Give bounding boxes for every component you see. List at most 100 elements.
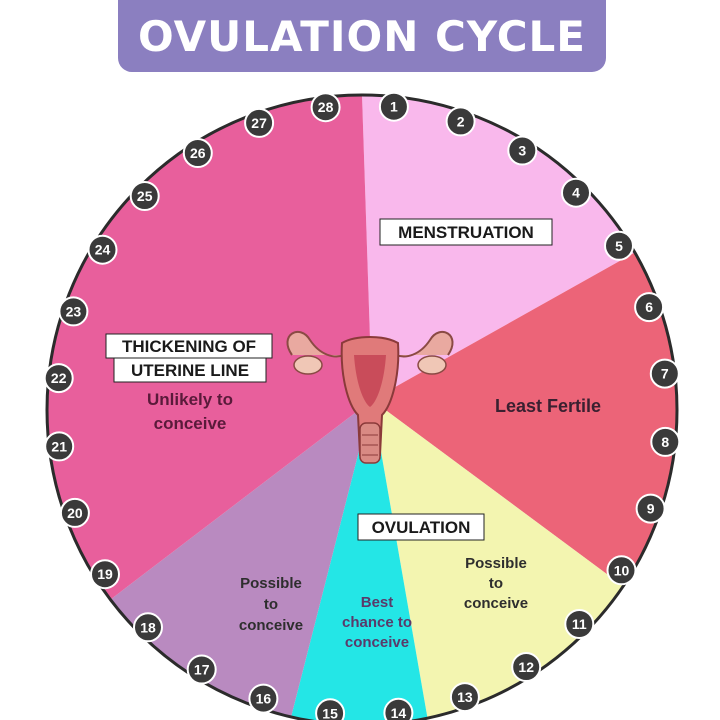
- possible-right-line1: Possible: [465, 555, 527, 572]
- menstruation-text: MENSTRUATION: [398, 223, 534, 242]
- best-chance-line3: conceive: [345, 634, 409, 651]
- day-badge-1: 1: [378, 91, 409, 122]
- possible-right-line3: conceive: [464, 595, 528, 612]
- day-badge-21: 21: [44, 431, 75, 462]
- day-number: 1: [390, 99, 398, 115]
- day-number: 14: [391, 705, 407, 720]
- day-badge-circle: [564, 609, 595, 639]
- possible-left-line3: conceive: [239, 617, 303, 634]
- day-badge-10: 10: [606, 555, 637, 586]
- least-fertile-label: Least Fertile: [495, 396, 601, 416]
- day-badge-circle: [604, 230, 634, 261]
- day-badge-circle: [507, 135, 538, 166]
- day-number: 26: [190, 145, 206, 161]
- day-number: 10: [614, 562, 630, 578]
- day-badge-circle: [378, 91, 409, 122]
- day-badge-circle: [248, 683, 279, 714]
- day-number: 23: [66, 303, 82, 319]
- possible-left-line1: Possible: [240, 575, 302, 592]
- day-number: 27: [251, 115, 267, 131]
- day-badge-circle: [315, 698, 346, 720]
- day-badge-circle: [383, 697, 414, 720]
- day-badge-14: 14: [383, 697, 414, 720]
- day-badge-circle: [650, 426, 681, 457]
- day-badge-22: 22: [43, 363, 74, 394]
- ovulation-label: OVULATION: [357, 513, 485, 541]
- wheel-rim: [45, 93, 679, 720]
- day-badge-5: 5: [604, 230, 634, 261]
- day-number: 19: [97, 566, 113, 582]
- day-number: 13: [457, 689, 473, 705]
- day-badge-circle: [58, 296, 89, 327]
- day-number: 7: [661, 366, 669, 382]
- ovulation-text: OVULATION: [372, 518, 471, 537]
- day-badge-20: 20: [59, 497, 90, 528]
- day-number: 4: [572, 185, 580, 201]
- page-title: OVULATION CYCLE: [138, 11, 586, 61]
- day-badge-circle: [634, 292, 665, 323]
- day-badge-8: 8: [650, 426, 681, 457]
- day-badge-circle: [511, 652, 542, 682]
- day-number: 11: [572, 616, 587, 632]
- day-badge-circle: [44, 431, 75, 462]
- day-badge-circle: [129, 181, 160, 211]
- day-badge-24: 24: [87, 234, 118, 265]
- day-badge-circle: [87, 234, 118, 265]
- day-badge-circle: [43, 363, 74, 394]
- day-badge-circle: [182, 138, 213, 168]
- day-number: 9: [647, 501, 655, 517]
- day-badge-circle: [635, 493, 666, 524]
- sector-possible-right: [372, 400, 624, 719]
- day-number: 28: [318, 99, 334, 115]
- day-badge-19: 19: [90, 559, 120, 590]
- possible-left-label: Possible to conceive: [239, 575, 303, 634]
- day-number: 22: [51, 370, 67, 386]
- day-badges: 1234567891011121314151617181920212223242…: [43, 91, 681, 720]
- day-badge-28: 28: [310, 92, 341, 123]
- day-badge-circle: [90, 559, 120, 590]
- day-badge-circle: [445, 106, 476, 137]
- best-chance-line2: chance to: [342, 614, 412, 631]
- sector-best-chance: [291, 400, 428, 720]
- day-badge-6: 6: [634, 292, 665, 323]
- day-number: 25: [137, 188, 153, 204]
- day-badge-27: 27: [244, 107, 275, 138]
- day-badge-circle: [606, 555, 637, 586]
- day-number: 5: [615, 238, 623, 254]
- day-badge-23: 23: [58, 296, 89, 327]
- title-banner: OVULATION CYCLE: [118, 0, 606, 72]
- day-badge-15: 15: [315, 698, 346, 720]
- day-badge-circle: [59, 497, 90, 528]
- day-badge-circle: [186, 654, 217, 685]
- day-badge-18: 18: [133, 612, 163, 643]
- day-number: 20: [67, 505, 83, 521]
- day-badge-circle: [449, 682, 480, 713]
- day-number: 3: [518, 143, 526, 159]
- best-chance-label: Best chance to conceive: [342, 594, 412, 651]
- day-badge-16: 16: [248, 683, 279, 714]
- possible-left-line2: to: [264, 596, 278, 613]
- day-number: 18: [140, 619, 156, 635]
- day-badge-7: 7: [649, 358, 680, 389]
- day-badge-circle: [649, 358, 680, 389]
- uterus-icon: [286, 330, 454, 464]
- menstruation-label: MENSTRUATION: [379, 218, 553, 246]
- unlikely-line1: Unlikely to: [147, 390, 233, 409]
- day-number: 21: [51, 438, 67, 454]
- day-number: 6: [645, 299, 653, 315]
- day-badge-13: 13: [449, 682, 480, 713]
- day-number: 12: [518, 659, 534, 675]
- day-badge-26: 26: [182, 138, 213, 168]
- day-number: 15: [322, 705, 338, 720]
- day-number: 16: [256, 691, 272, 707]
- day-number: 2: [457, 113, 465, 129]
- unlikely-line2: conceive: [154, 414, 227, 433]
- possible-right-line2: to: [489, 575, 503, 592]
- day-badge-3: 3: [507, 135, 538, 166]
- day-badge-circle: [133, 612, 163, 643]
- day-badge-4: 4: [561, 177, 591, 208]
- day-badge-12: 12: [511, 652, 542, 682]
- day-number: 8: [661, 434, 669, 450]
- day-badge-circle: [310, 92, 341, 123]
- day-badge-17: 17: [186, 654, 217, 685]
